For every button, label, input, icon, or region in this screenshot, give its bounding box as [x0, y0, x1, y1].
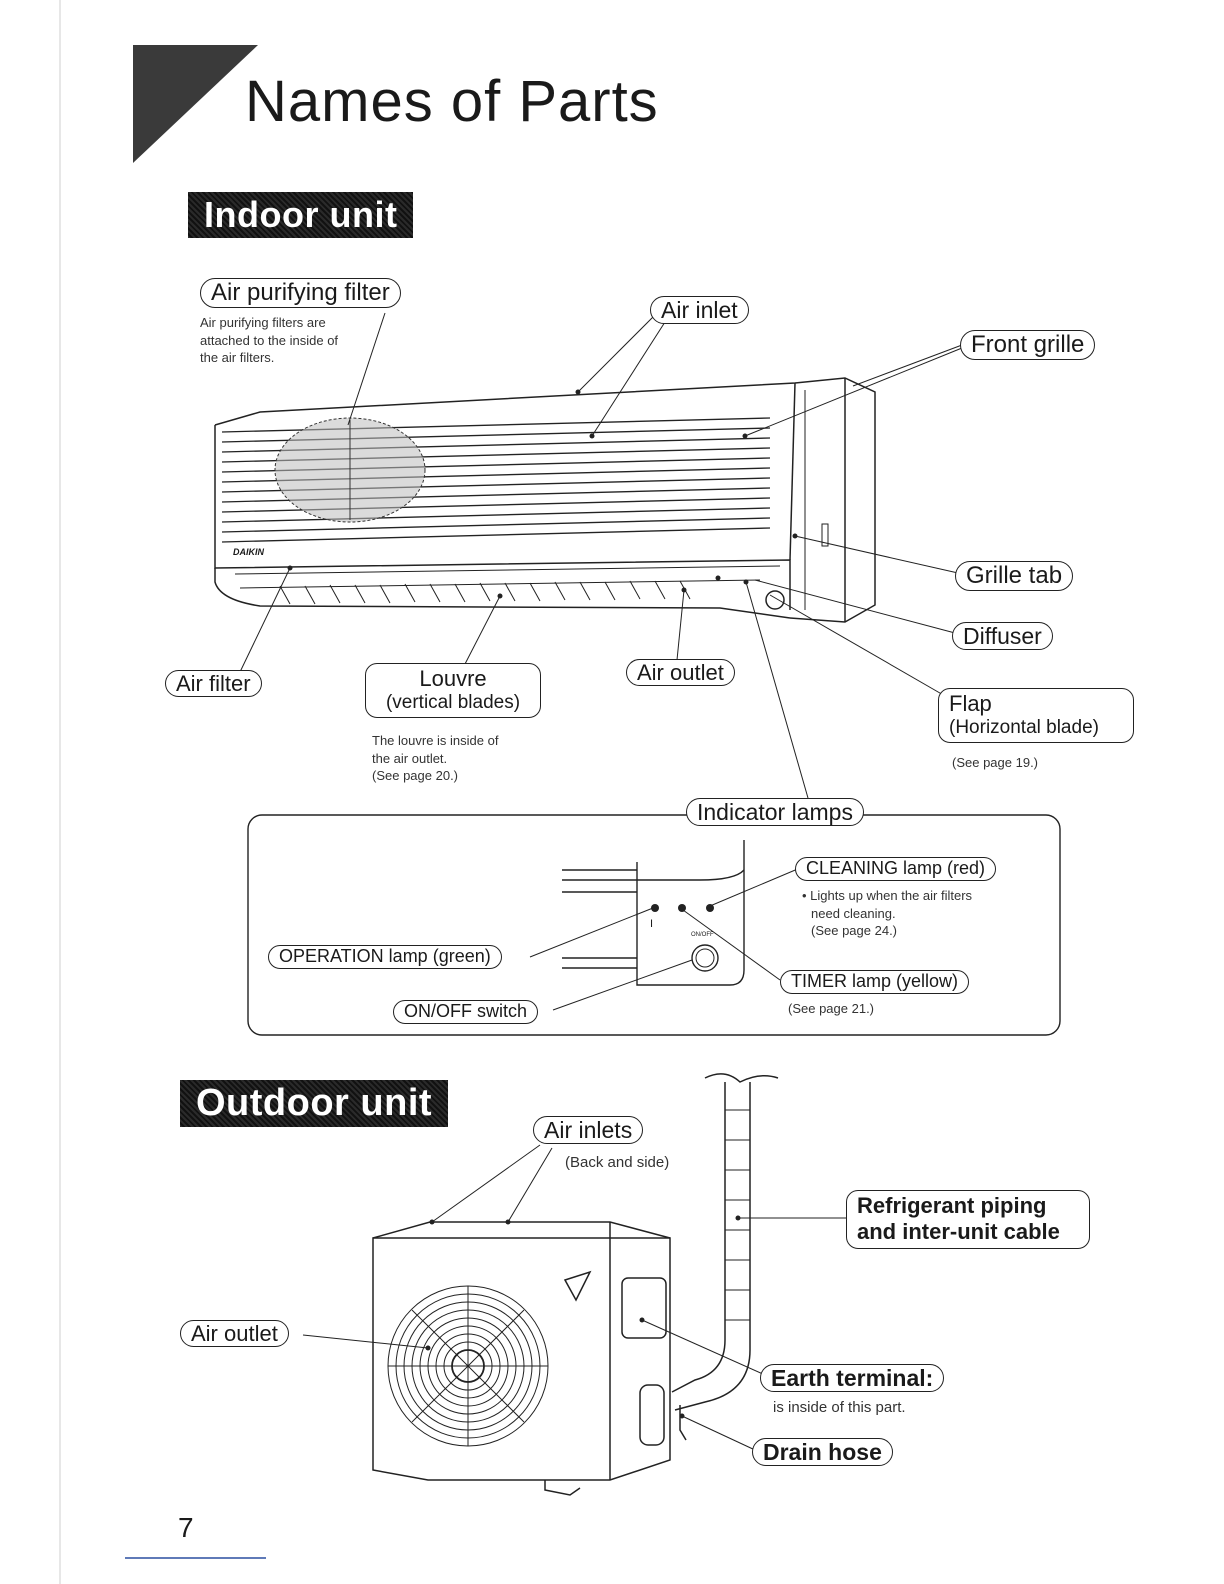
refrigerant-piping-label: Refrigerant piping and inter-unit cable [846, 1190, 1090, 1249]
air-inlet-label: Air inlet [650, 296, 749, 325]
note-line: need cleaning. [811, 905, 896, 921]
operation-mark: I [650, 918, 654, 930]
flap-note: (See page 19.) [952, 755, 1039, 770]
air-purifying-filter-note: Air purifying filters are attached to th… [200, 314, 338, 367]
on-off-switch-label: ON/OFF switch [393, 1000, 539, 1024]
air-outlet-indoor-label: Air outlet [626, 659, 735, 687]
flap-label: Flap (Horizontal blade) [938, 688, 1134, 744]
outdoor-unit-drawing [372, 1221, 671, 1496]
outdoor-unit-heading: Outdoor unit [180, 1080, 449, 1127]
air-inlets-note: (Back and side) [565, 1154, 670, 1171]
note-line: attached to the inside of [200, 332, 339, 348]
outdoor-fan-grille [387, 1285, 549, 1447]
louvre-label-line1: Louvre [419, 666, 487, 691]
cleaning-lamp-label: CLEANING lamp (red) [795, 857, 997, 881]
on-off-button-drawing [691, 944, 719, 972]
page-title: Names of Parts [245, 69, 659, 134]
panel-leader-lines [529, 867, 801, 1011]
louvre-note: The louvre is inside of the air outlet. … [372, 732, 498, 785]
refrigerant-label-line2: and inter-unit cable [857, 1219, 1060, 1245]
flap-label-line2: (Horizontal blade) [949, 717, 1099, 739]
air-inlets-label: Air inlets [533, 1116, 644, 1145]
note-line: (See page 24.) [811, 923, 898, 939]
note-line: the air outlet. [372, 750, 448, 766]
indicator-lamps-label: Indicator lamps [686, 798, 864, 827]
note-line: (See page 20.) [372, 768, 459, 784]
air-outlet-outdoor-label: Air outlet [180, 1320, 289, 1348]
note-line: • Lights up when the air filters [802, 888, 973, 903]
title-triangle [133, 45, 258, 163]
indoor-leader-lines [239, 312, 963, 799]
air-purifying-filter-label: Air purifying filter [200, 278, 401, 308]
earth-terminal-note: is inside of this part. [773, 1399, 906, 1416]
grille-tab-label: Grille tab [955, 561, 1074, 591]
refrigerant-piping-drawing [671, 1073, 779, 1441]
indicator-panel-frame [247, 814, 1061, 1036]
operation-lamp-label: OPERATION lamp (green) [268, 945, 502, 969]
timer-lamp-note: (See page 21.) [788, 1001, 875, 1016]
note-line: The louvre is inside of [372, 733, 499, 748]
timer-lamp-label: TIMER lamp (yellow) [780, 970, 970, 994]
front-grille-label: Front grille [960, 330, 1096, 360]
refrigerant-label-line1: Refrigerant piping [857, 1193, 1047, 1218]
indoor-unit-drawing [214, 377, 876, 623]
note-line: Air purifying filters are [200, 315, 326, 330]
note-line: the air filters. [200, 350, 275, 366]
drain-hose-label: Drain hose [752, 1438, 893, 1467]
diffuser-label: Diffuser [952, 622, 1053, 651]
cleaning-lamp-note: • Lights up when the air filters need cl… [802, 887, 972, 940]
air-filter-label: Air filter [165, 670, 262, 698]
louvre-label: Louvre (vertical blades) [365, 663, 541, 719]
indoor-unit-heading: Indoor unit [188, 192, 414, 238]
earth-terminal-label: Earth terminal: [760, 1364, 945, 1393]
flap-label-line1: Flap [949, 691, 992, 716]
louvre-label-line2: (vertical blades) [385, 692, 521, 714]
outdoor-leader-lines [302, 1144, 848, 1451]
page-number: 7 [178, 1512, 194, 1543]
control-panel-drawing [562, 840, 745, 986]
on-off-mark: ON/OFF [691, 932, 714, 938]
brand-logo-text: DAIKIN [233, 547, 264, 557]
